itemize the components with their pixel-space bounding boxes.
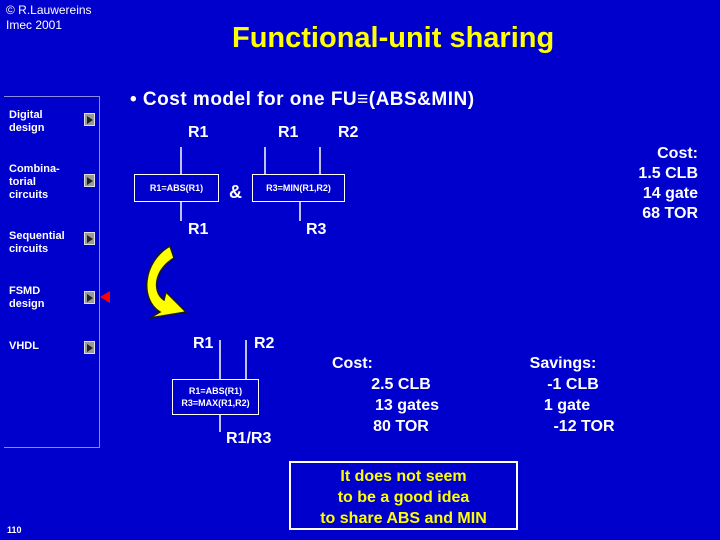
sidebar-item-combinatorial-circuits[interactable]: Combina- torial circuits [9,163,84,202]
fu-shared-line-2: R3=MAX(R1,R2) [181,398,250,408]
label-shared-out: R1/R3 [226,430,272,447]
slide-title: Functional-unit sharing [232,22,555,54]
sidebar-nav-button-vhdl[interactable] [84,341,95,354]
sidebar-item-label: circuits [9,243,49,255]
sidebar-item-label: Sequential [9,230,65,242]
label-shared-in-r2: R2 [254,335,275,352]
conclusion-note: It does not seem to be a good idea to sh… [289,461,518,530]
ampersand: & [229,182,242,202]
label-out-r3: R3 [306,221,327,238]
note-line: It does not seem [340,468,467,485]
sidebar-item-label: torial [9,176,36,188]
cost-before-line: 1.5 CLB [638,165,698,182]
fu-shared-box: R1=ABS(R1) R3=MAX(R1,R2) [172,379,259,415]
cost-after-line: Cost: [332,355,373,372]
savings-line: -12 TOR [553,418,615,435]
label-in-r1-a: R1 [188,124,209,141]
savings-line: -1 CLB [547,376,599,393]
sidebar-nav-button-sequential-circuits[interactable] [84,232,95,245]
sidebar-item-label: design [9,122,45,134]
cost-before-line: 68 TOR [642,205,698,222]
savings-line: Savings: [529,355,597,372]
cost-before-line: Cost: [657,145,698,162]
sidebar-item-sequential-circuits[interactable]: Sequential circuits [9,230,84,256]
sidebar-nav-button-fsmd-design[interactable] [84,291,95,304]
sidebar-item-label: Digital [9,109,43,121]
sidebar-item-vhdl[interactable]: VHDL [9,340,84,353]
cost-after-line: 80 TOR [373,418,429,435]
cost-before-line: 14 gate [642,185,698,202]
sidebar-item-fsmd-design[interactable]: FSMD design [9,285,84,311]
label-shared-in-r1: R1 [193,335,214,352]
bullet-text: • Cost model for one FU≡(ABS&MIN) [130,89,475,110]
cost-after-line: 2.5 CLB [371,376,431,393]
copyright-line-1: © R.Lauwereins [6,3,92,17]
sidebar-item-label: design [9,298,45,310]
fu-abs-box: R1=ABS(R1) [134,174,219,202]
savings-line: 1 gate [543,397,591,414]
label-in-r2: R2 [338,124,359,141]
sidebar-frame [4,96,100,448]
cost-before: Cost: 1.5 CLB 14 gate 68 TOR [580,144,698,224]
copyright-line-2: Imec 2001 [6,18,63,32]
cost-after-line: 13 gates [374,397,440,414]
note-line: to share ABS and MIN [320,510,487,527]
transform-arrow-icon [146,244,188,319]
label-in-r1-b: R1 [278,124,299,141]
sidebar-item-digital-design[interactable]: Digital design [9,109,84,135]
label-out-r1: R1 [188,221,209,238]
page-number: 110 [7,525,22,535]
fu-shared-line-1: R1=ABS(R1) [188,386,243,396]
sidebar-item-label: Combina- [9,163,60,175]
sidebar-nav-button-combinatorial-circuits[interactable] [84,174,95,187]
copyright: © R.Lauwereins Imec 2001 [6,3,92,33]
sidebar-item-label: circuits [9,189,49,201]
savings: Savings: -1 CLB 1 gate -12 TOR [508,353,638,437]
note-line: to be a good idea [337,489,470,506]
cost-after: Cost: 2.5 CLB 13 gates 80 TOR [326,353,456,437]
fu-min-box: R3=MIN(R1,R2) [252,174,345,202]
current-section-marker-icon [100,291,110,303]
sidebar-nav-button-digital-design[interactable] [84,113,95,126]
sidebar-item-label: FSMD [9,285,41,297]
sidebar-item-label: VHDL [9,340,39,352]
